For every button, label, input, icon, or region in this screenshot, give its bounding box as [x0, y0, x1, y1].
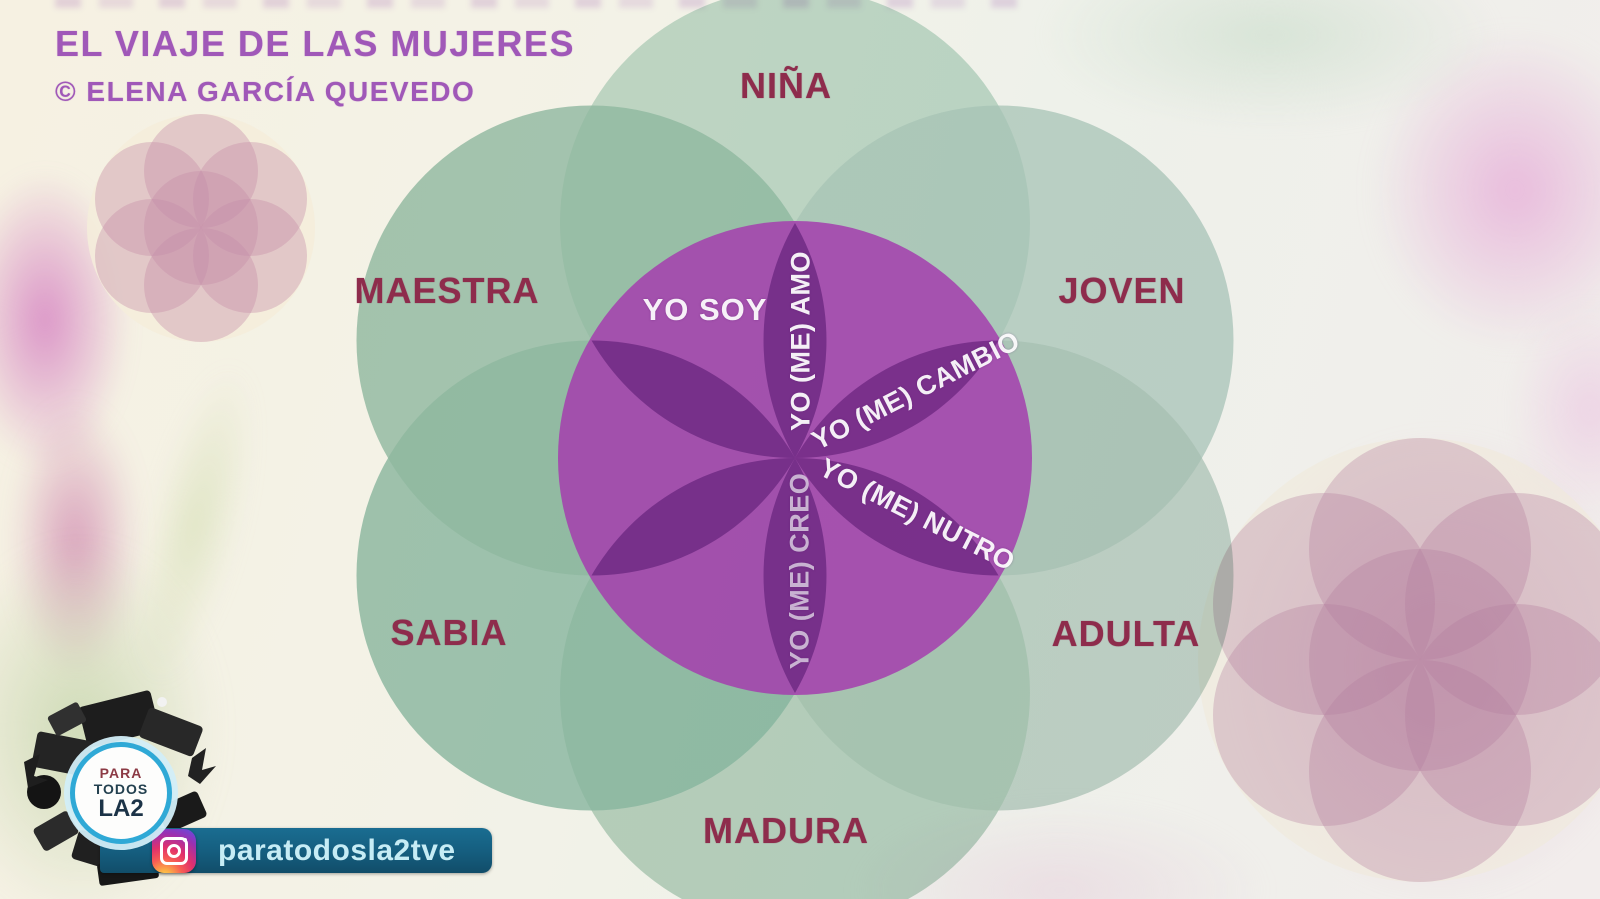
logo-line-para: PARA: [99, 764, 143, 781]
stage-label-sabia: SABIA: [390, 612, 508, 653]
instagram-icon: [152, 829, 196, 873]
stage-label-maestra: MAESTRA: [354, 270, 540, 311]
stage-label-joven: JOVEN: [1058, 270, 1186, 311]
instagram-camera-flash-dot: [183, 838, 187, 842]
logo-line-todos: TODOS: [93, 780, 149, 797]
instagram-camera-frame: [160, 837, 188, 865]
phrase-yo-me-creo: YO (ME) CREO: [784, 472, 815, 670]
instagram-bar: paratodosla2tve: [100, 828, 492, 873]
author-credit: © ELENA GARCÍA QUEVEDO: [55, 76, 476, 107]
instagram-handle: paratodosla2tve: [218, 833, 456, 867]
para-todos-la2-logo: PARA TODOS LA2: [70, 742, 172, 844]
phrase-yo-me-amo: YO (ME) AMO: [785, 251, 816, 431]
stage-label-madura: MADURA: [703, 810, 869, 851]
stage-label-adulta: ADULTA: [1051, 613, 1201, 654]
top-cropped-text-remnant: [55, 0, 1035, 8]
logo-line-la2: LA2: [98, 794, 144, 822]
instagram-camera-lens: [167, 844, 181, 858]
page-title: EL VIAJE DE LAS MUJERES: [55, 23, 575, 64]
phrase-yo-soy: YO SOY: [642, 292, 768, 327]
header: EL VIAJE DE LAS MUJERES © ELENA GARCÍA Q…: [55, 26, 575, 108]
stage-label-nina: NIÑA: [740, 65, 832, 106]
